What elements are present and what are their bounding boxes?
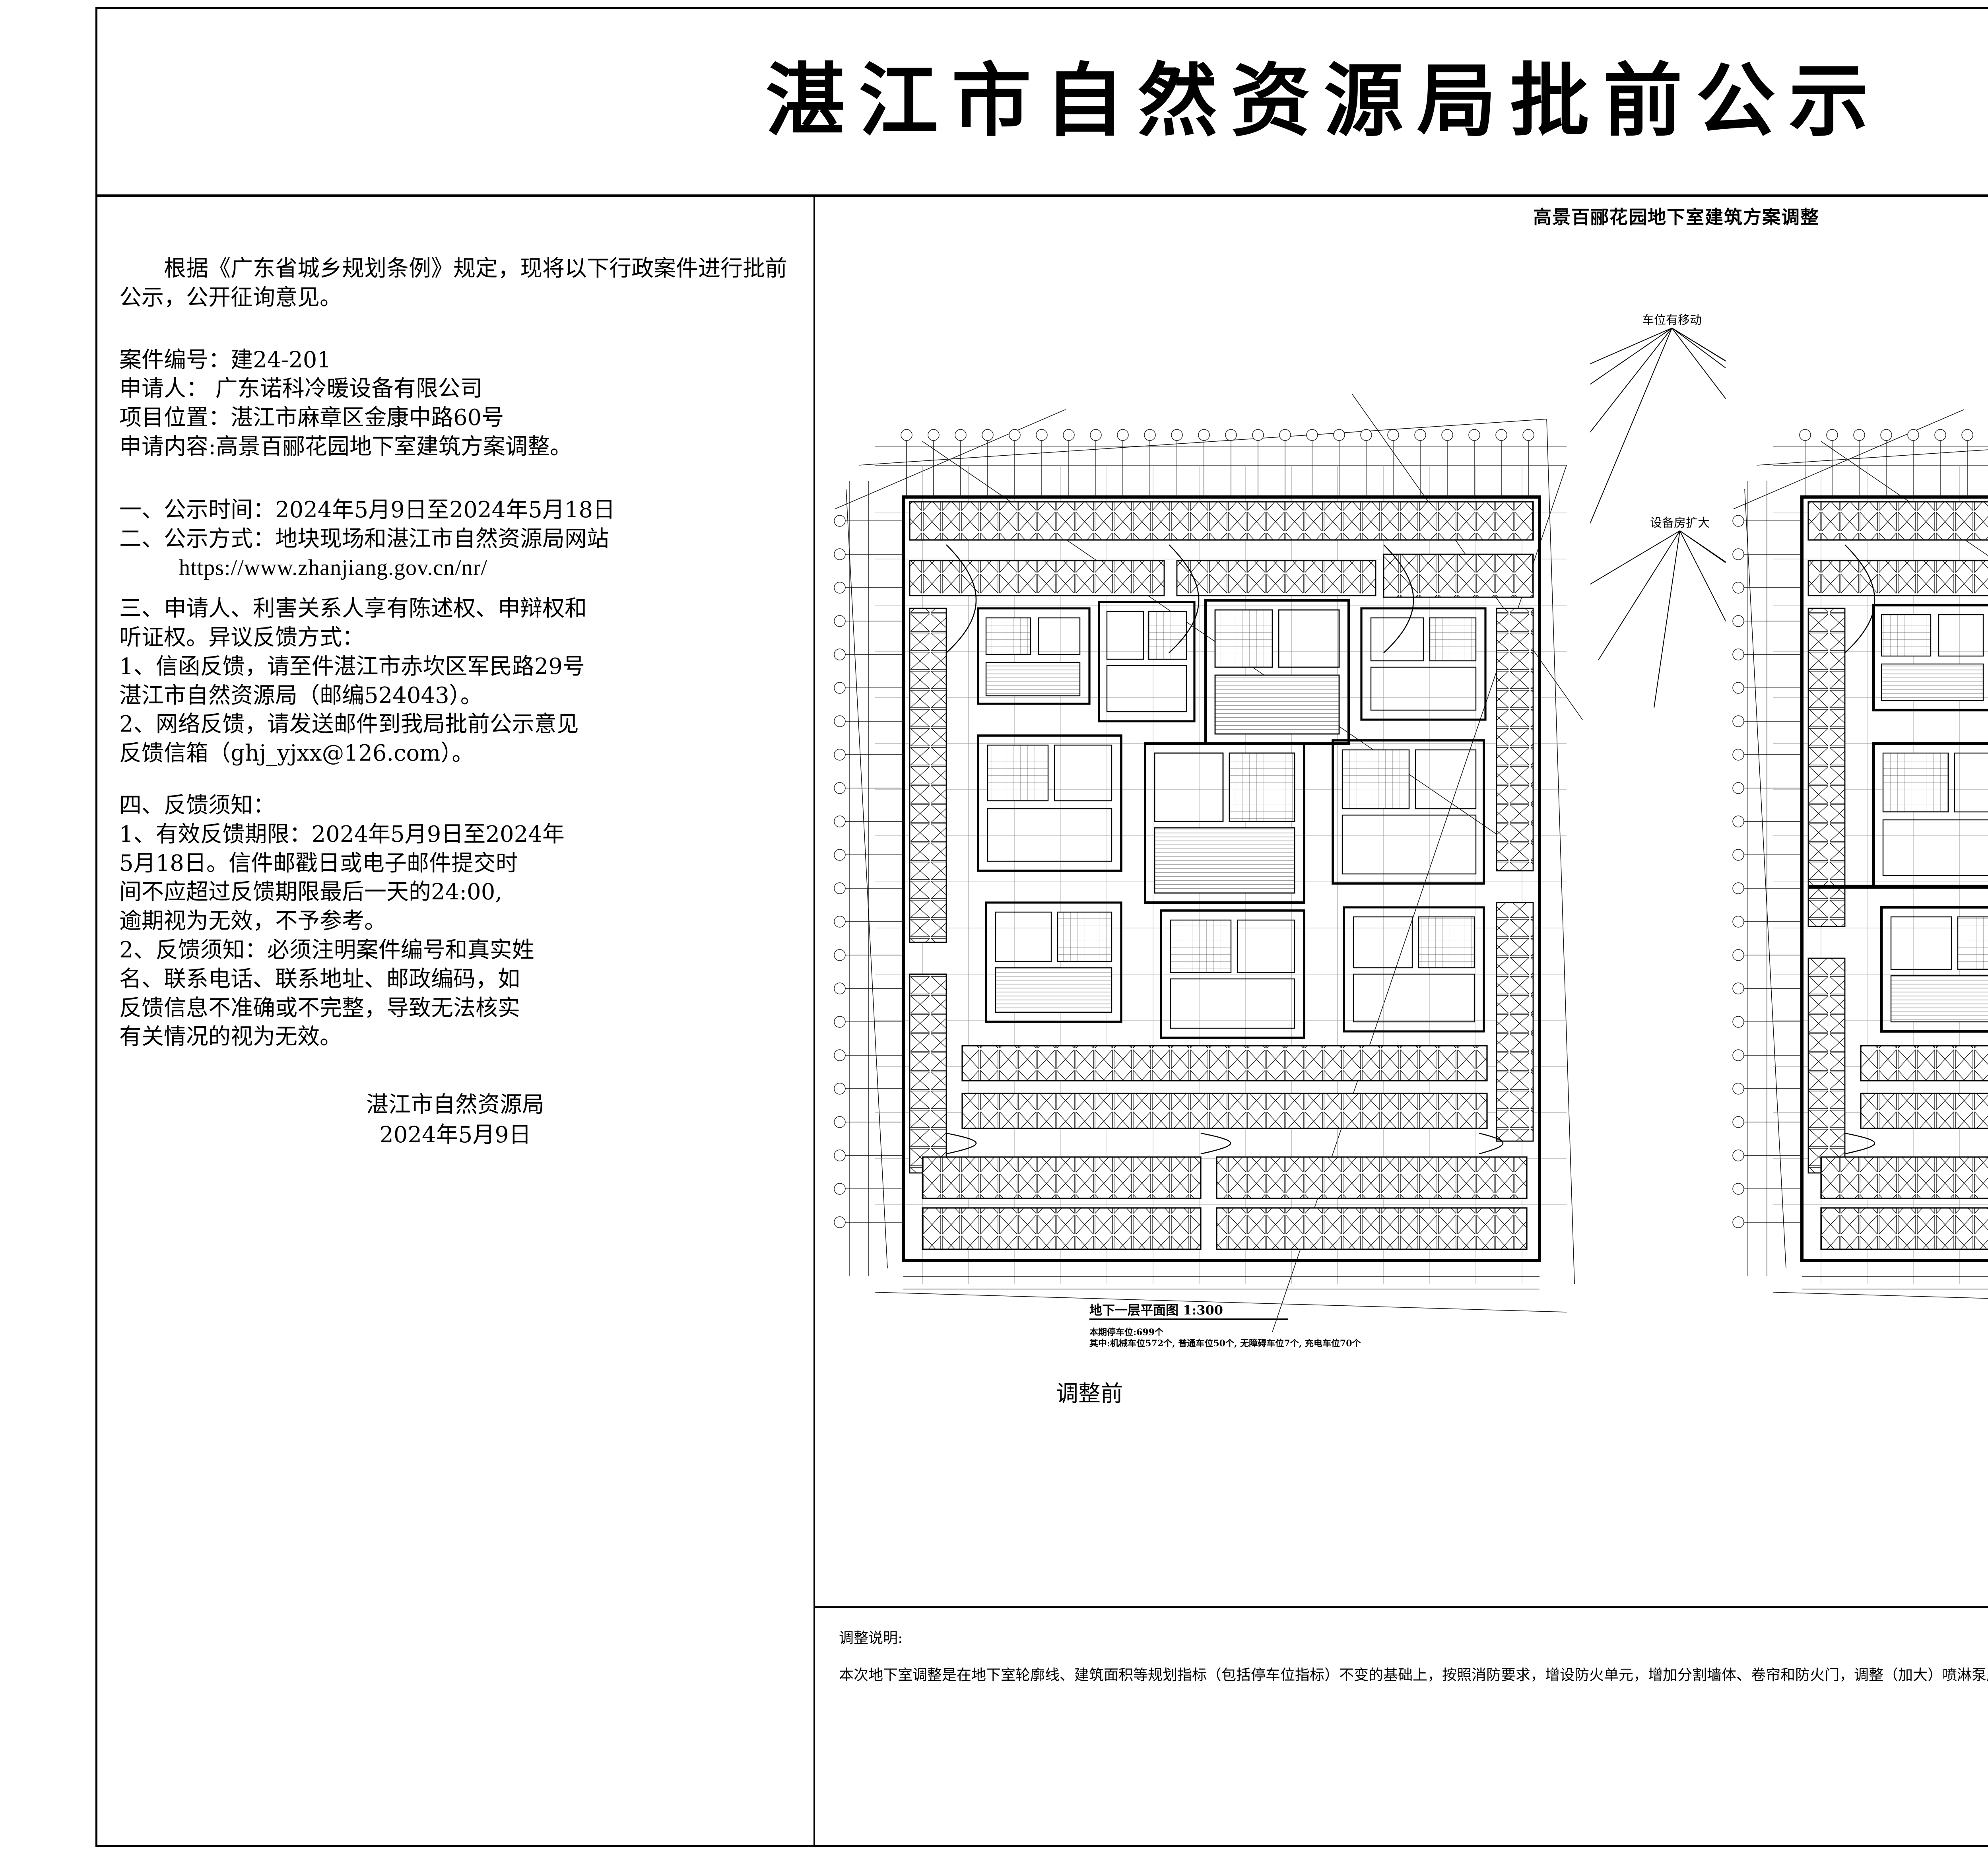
plan-header-title: 高景百郦花园地下室建筑方案调整 (1533, 206, 1819, 228)
notice-item-2: 二、公示方式：地块现场和湛江市自然资源局网站 (119, 526, 609, 552)
notice-item-4b-line3: 反馈信息不准确或不完整，导致无法核实 (119, 995, 520, 1021)
notice-item-4a-line3: 间不应超过反馈期限最后一天的24:00, (119, 879, 503, 905)
notice-content: 申请内容:高景百郦花园地下室建筑方案调整。 (119, 433, 572, 460)
notice-location: 项目位置：湛江市麻章区金康中路60号 (119, 405, 504, 431)
notice-item-4a-line4: 逾期视为无效，不予参考。 (119, 908, 386, 934)
spacer (119, 768, 807, 791)
svg-text:本期停车位:699个: 本期停车位:699个 (1089, 1327, 1164, 1338)
spacer (119, 582, 807, 594)
notice-item-4-title: 四、反馈须知： (119, 792, 275, 818)
annotation-parking-moved: 车位有移动 (1642, 313, 1702, 327)
caption-after: 调整后 (1972, 1376, 1988, 1408)
signature-date: 2024年5月9日 (379, 1122, 531, 1148)
signature-organization: 湛江市自然资源局 (366, 1092, 544, 1118)
notice-item-3a-line2: 湛江市自然资源局（邮编524043）。 (119, 682, 483, 709)
annotation-equipment-enlarged: 设备房扩大 (1650, 516, 1710, 530)
column-divider (813, 197, 815, 1847)
notice-item-3-line2: 听证权。异议反馈方式： (119, 624, 364, 650)
page-title: 湛江市自然资源局批前公示 (765, 54, 1882, 148)
notice-item-4b-line1: 2、反馈须知：必须注明案件编号和真实姓 (119, 937, 534, 963)
notice-item-4b-line2: 名、联系电话、联系地址、邮政编码，如 (119, 966, 520, 992)
note-title: 调整说明: (839, 1629, 903, 1646)
notice-intro: 根据《广东省城乡规划条例》规定，现将以下行政案件进行批前公示，公开征询意见。 (119, 256, 787, 311)
notice-column: 根据《广东省城乡规划条例》规定，现将以下行政案件进行批前公示，公开征询意见。 案… (119, 254, 807, 1150)
notice-item-4a-line2: 5月18日。信件邮戳日或电子邮件提交时 (119, 850, 518, 876)
svg-text:其中:机械车位572个, 普通车位50个, 无障碍车位7个,: 其中:机械车位572个, 普通车位50个, 无障碍车位7个, 充电车位70个 (1089, 1338, 1361, 1349)
notice-item-4a-line1: 1、有效反馈期限：2024年5月9日至2024年 (119, 821, 565, 847)
notice-item-4b-line4: 有关情况的视为无效。 (119, 1024, 342, 1050)
notice-item-3b-line2: 反馈信箱（ghj_yjxx@126.com）。 (119, 740, 474, 767)
spacer (119, 462, 807, 496)
notice-item-1: 一、公示时间：2024年5月9日至2024年5月18日 (119, 497, 615, 523)
signature-block: 湛江市自然资源局 2024年5月9日 (119, 1090, 807, 1150)
notice-case-number: 案件编号：建24-201 (119, 347, 332, 373)
notice-item-3b-line1: 2、网络反馈，请发送邮件到我局批前公示意见 (119, 711, 579, 738)
note-body: 本次地下室调整是在地下室轮廓线、建筑面积等规划指标（包括停车位指标）不变的基础上… (839, 1666, 1988, 1684)
caption-before: 调整前 (1056, 1381, 1123, 1407)
notice-website-url[interactable]: https://www.zhanjiang.gov.cn/nr/ (179, 555, 487, 581)
cad-drawing-before: 地下一层平面图 1:300 本期停车位:699个 其中:机械车位572个, 普通… (827, 346, 1590, 1356)
page-frame (95, 7, 1988, 1847)
drawing-title-text: 地下一层平面图 1:300 (1089, 1303, 1223, 1318)
floor-plan-before[interactable]: 地下一层平面图 1:300 本期停车位:699个 其中:机械车位572个, 普通… (827, 346, 1590, 1356)
notice-item-3a-line1: 1、信函反馈，请至件湛江市赤坎区军民路29号 (119, 653, 585, 680)
adjustment-note: 调整说明: 本次地下室调整是在地下室轮廓线、建筑面积等规划指标（包括停车位指标）… (839, 1626, 1988, 1687)
cad-drawing-after: 地下一层平面图 1:300 本期停车位:699个 其中:机械车位572个, 普通… (1726, 346, 1988, 1356)
plan-area: 车位有移动 设备房扩大 (819, 239, 1988, 1618)
notice-item-3-line1: 三、申请人、利害关系人享有陈述权、申辩权和 (119, 596, 587, 622)
title-band: 湛江市自然资源局批前公示 (95, 7, 1988, 197)
floor-plan-after[interactable]: 地下一层平面图 1:300 本期停车位:699个 其中:机械车位572个, 普通… (1726, 346, 1988, 1356)
note-divider (813, 1606, 1988, 1608)
notice-applicant: 申请人： 广东诺科冷暖设备有限公司 (119, 376, 483, 402)
